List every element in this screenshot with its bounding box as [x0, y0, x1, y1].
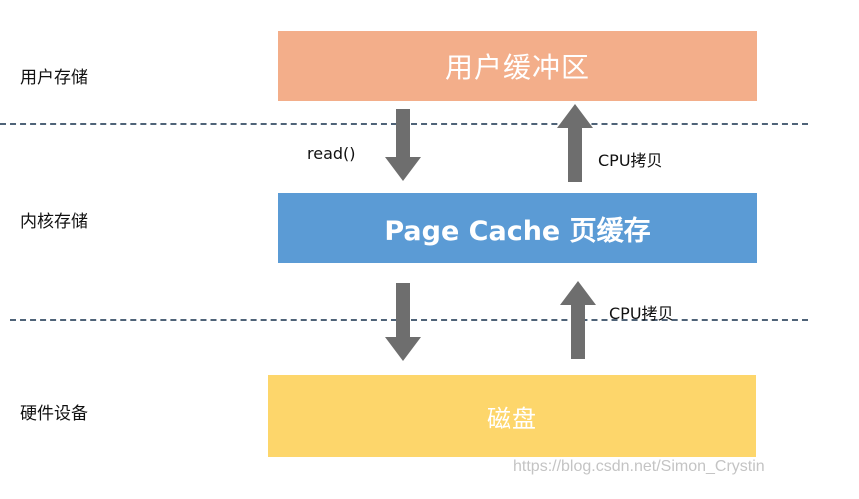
layer-label-user-storage: 用户存储: [20, 68, 88, 88]
cpu-copy-up-arrow-top: [557, 104, 593, 182]
read-call-label: read(): [307, 144, 356, 163]
cpu-copy-up-arrow-bottom: [560, 281, 596, 359]
read-down-arrow: [385, 109, 421, 181]
disk-box: 磁盘: [268, 375, 756, 457]
watermark-text: https://blog.csdn.net/Simon_Crystin: [513, 458, 765, 475]
cpu-copy-label-bottom: CPU拷贝: [609, 304, 674, 323]
disk-read-down-arrow: [385, 283, 421, 361]
disk-label: 磁盘: [487, 404, 537, 433]
page-cache-box: Page Cache 页缓存: [278, 193, 757, 263]
page-cache-label: Page Cache 页缓存: [384, 215, 651, 247]
cpu-copy-label-top: CPU拷贝: [598, 151, 663, 170]
layer-label-hardware: 硬件设备: [20, 404, 88, 424]
layer-label-kernel-storage: 内核存储: [20, 212, 88, 232]
user-buffer-label: 用户缓冲区: [444, 51, 590, 84]
user-buffer-box: 用户缓冲区: [278, 31, 757, 101]
